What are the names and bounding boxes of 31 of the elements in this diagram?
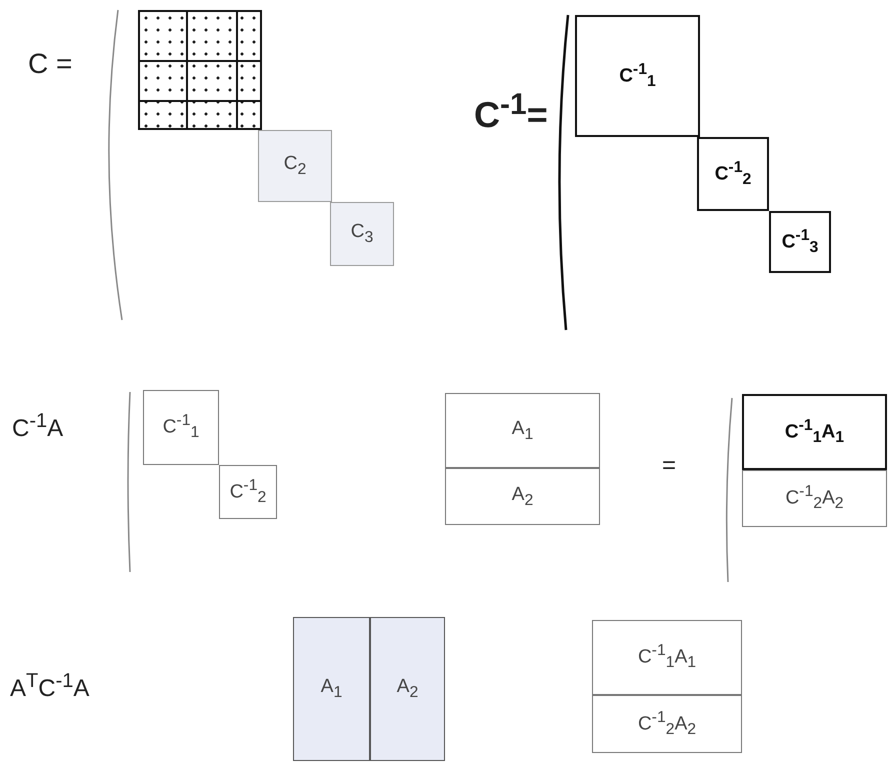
matrix-block (592, 695, 742, 753)
block-label: A$_{1}$ (512, 418, 534, 444)
block-label: A$_{2}$ (396, 676, 418, 702)
matrix-expression: = (662, 452, 676, 480)
matrix-block (143, 390, 219, 465)
matrix-expression: C$^{-1}$A (12, 410, 64, 443)
matrix-block (293, 617, 370, 761)
matrix-block (697, 137, 769, 211)
matrix-block (575, 15, 700, 137)
block-label: C$^{-1}$$_{1}$A$_{1}$ (784, 416, 844, 448)
matrix-block (370, 617, 445, 761)
matrix-block (742, 394, 887, 470)
matrix-block (769, 211, 831, 273)
block-label: A$_{2}$ (512, 484, 534, 510)
matrix-block (445, 468, 600, 525)
matrix-block (592, 620, 742, 695)
block-label: A$_{1}$ (320, 676, 342, 702)
block-label: C$^{-1}$$_{1}$A$_{1}$ (638, 642, 696, 673)
sparse-matrix-block (138, 10, 262, 130)
block-label: C$_{2}$ (284, 153, 306, 179)
block-label: C$_{3}$ (350, 221, 374, 247)
matrix-block (742, 470, 887, 527)
matrix-expression: C$^{-1}$= (474, 88, 548, 136)
matrix-block (330, 202, 394, 266)
matrix-block (219, 465, 277, 519)
matrix-block (445, 393, 600, 468)
block-label: C$^{-1}$$_{2}$A$_{2}$ (785, 483, 844, 514)
matrix-block (258, 130, 332, 202)
matrix-expression: A$^{T}$C$^{-1}$A (10, 670, 90, 703)
block-label: C$^{-1}$$_{2}$A$_{2}$ (638, 708, 696, 740)
matrix-expression: C = (28, 48, 72, 80)
